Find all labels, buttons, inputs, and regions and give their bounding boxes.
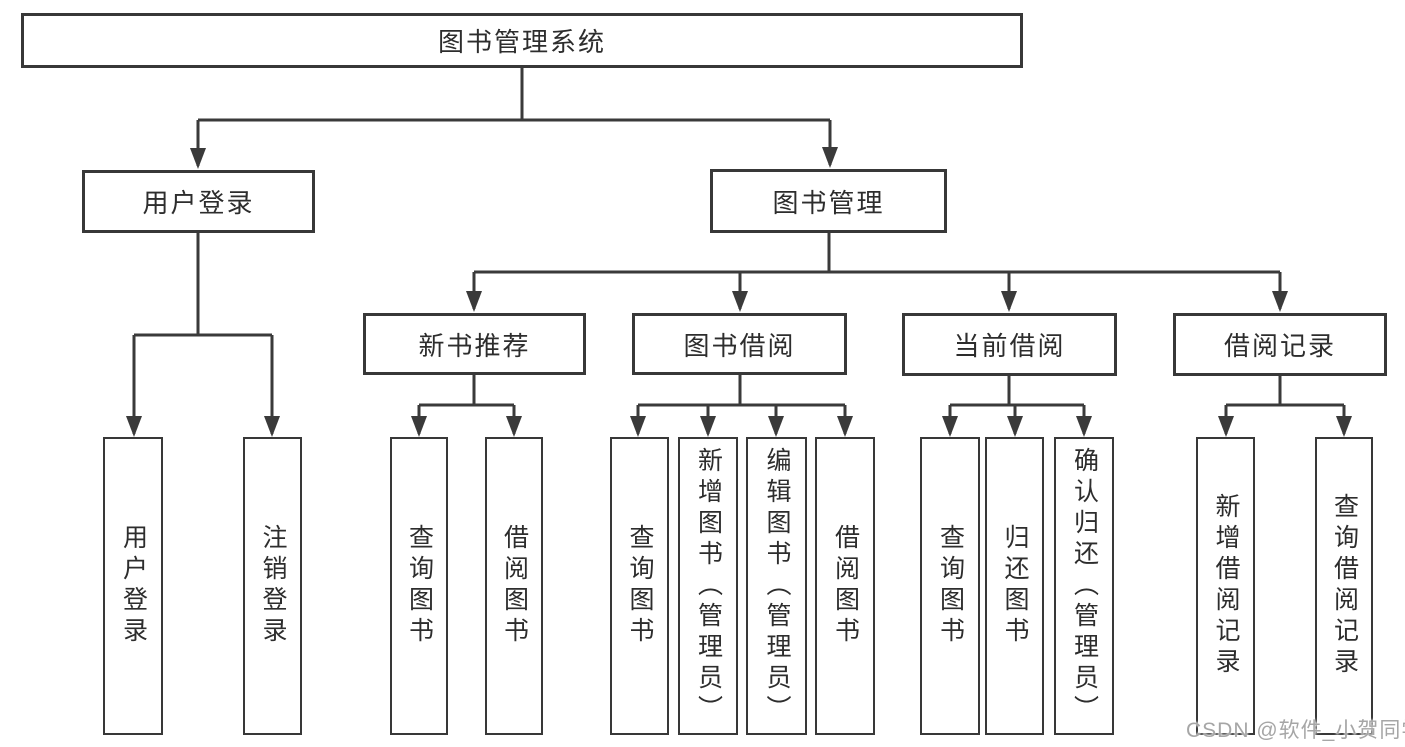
csdn-watermark: CSDN @软件_小贺同学 — [1186, 719, 1405, 742]
node-label: 查询图书 — [626, 524, 654, 648]
node-label: 借阅记录 — [1223, 331, 1336, 361]
leaf-add-borrow-record: 新增借阅记录 — [1196, 437, 1255, 735]
node-book-borrowing: 图书借阅 — [632, 313, 847, 375]
leaf-confirm-return-admin: 确认归还（管理员） — [1054, 437, 1114, 735]
node-label: 新增图书（管理员） — [694, 446, 723, 726]
node-current-borrowing: 当前借阅 — [902, 313, 1117, 376]
node-label: 编辑图书（管理员） — [763, 446, 791, 726]
node-library-management-system: 图书管理系统 — [21, 13, 1023, 68]
node-label: 新增借阅记录 — [1212, 493, 1240, 679]
arrowheads — [126, 147, 1352, 437]
node-label: 归还图书 — [1001, 524, 1029, 648]
leaf-query-borrow-record: 查询借阅记录 — [1315, 437, 1373, 735]
node-book-management: 图书管理 — [710, 169, 947, 233]
node-label: 图书管理系统 — [437, 27, 606, 57]
leaf-query-book-current: 查询图书 — [920, 437, 980, 735]
node-label: 查询图书 — [405, 524, 434, 648]
node-label: 查询借阅记录 — [1330, 493, 1359, 679]
node-label: 注销登录 — [259, 524, 287, 648]
node-label: 借阅图书 — [500, 524, 529, 648]
node-label: 图书管理 — [772, 187, 885, 218]
node-label: 借阅图书 — [831, 524, 860, 648]
leaf-return-book: 归还图书 — [985, 437, 1044, 735]
node-borrowing-records: 借阅记录 — [1173, 313, 1387, 376]
leaf-query-book-borrowing: 查询图书 — [610, 437, 669, 735]
node-label: 查询图书 — [936, 524, 965, 648]
leaf-borrow-book-newrec: 借阅图书 — [485, 437, 543, 735]
node-label: 确认归还（管理员） — [1070, 446, 1099, 726]
node-label: 当前借阅 — [953, 331, 1066, 361]
leaf-borrow-book-borrowing: 借阅图书 — [815, 437, 875, 735]
leaf-add-book-admin: 新增图书（管理员） — [678, 437, 738, 735]
leaf-query-book-newrec: 查询图书 — [390, 437, 448, 735]
leaf-edit-book-admin: 编辑图书（管理员） — [746, 437, 807, 735]
node-label: 新书推荐 — [418, 330, 531, 361]
node-label: 用户登录 — [119, 524, 148, 648]
leaf-user-login: 用户登录 — [103, 437, 163, 735]
node-user-login: 用户登录 — [82, 170, 315, 233]
node-label: 图书借阅 — [683, 330, 796, 361]
node-new-book-recommendation: 新书推荐 — [363, 313, 586, 375]
leaf-logout-login: 注销登录 — [243, 437, 302, 735]
node-label: 用户登录 — [142, 188, 255, 218]
